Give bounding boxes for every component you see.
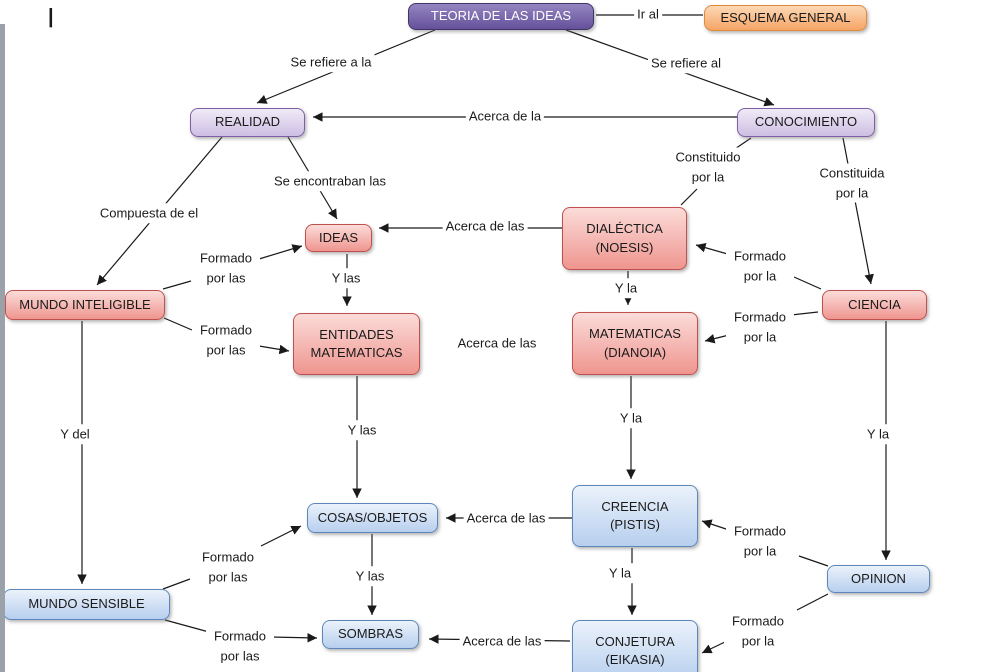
- edge-label-acerca-de-las-cosas: Acerca de las: [463, 508, 549, 528]
- node-conocimiento[interactable]: CONOCIMIENTO: [737, 108, 875, 137]
- node-opinion[interactable]: OPINION: [827, 565, 930, 593]
- node-ideas[interactable]: IDEAS: [305, 224, 372, 252]
- edge-label-formado-por-la-dialectica: Formado por la: [726, 246, 794, 286]
- edge-label-se-refiere-al: Se refiere al: [647, 53, 725, 73]
- edge-label-y-las-3: Y las: [352, 566, 388, 586]
- node-entidades-matematicas[interactable]: ENTIDADES MATEMATICAS: [293, 313, 420, 375]
- node-mundo-sensible[interactable]: MUNDO SENSIBLE: [3, 589, 170, 620]
- edge-label-se-encontraban-las: Se encontraban las: [270, 171, 390, 191]
- edge-label-formado-por-las-ideas: Formado por las: [192, 248, 260, 288]
- node-realidad[interactable]: REALIDAD: [190, 108, 305, 137]
- edge-label-y-la-3: Y la: [863, 424, 893, 444]
- edge-label-acerca-de-la: Acerca de la: [465, 106, 545, 126]
- node-dialectica-noesis[interactable]: DIALÉCTICA (NOESIS): [562, 207, 687, 270]
- node-conjetura-eikasia[interactable]: CONJETURA (EIKASIA): [572, 620, 698, 672]
- edge-label-acerca-de-las-sombras: Acerca de las: [459, 631, 545, 651]
- edge-label-constituida-por-la: Constituida por la: [807, 163, 897, 203]
- edge-label-acerca-de-las-matematicas: Acerca de las: [454, 333, 540, 353]
- edge-label-y-la-2: Y la: [616, 408, 646, 428]
- edge-label-se-refiere-a-la: Se refiere a la: [287, 52, 375, 72]
- edge-label-constituido-por-la: Constituido por la: [663, 147, 753, 187]
- node-teoria-de-las-ideas[interactable]: TEORIA DE LAS IDEAS: [408, 3, 594, 30]
- edge-label-acerca-de-las-ideas: Acerca de las: [442, 216, 528, 236]
- node-mundo-inteligible[interactable]: MUNDO INTELIGIBLE: [5, 290, 165, 320]
- edge-label-formado-por-las-sombras: Formado por las: [206, 626, 274, 666]
- node-matematicas-dianoia[interactable]: MATEMATICAS (DIANOIA): [572, 312, 698, 375]
- edge-label-formado-por-las-entidades: Formado por las: [192, 320, 260, 360]
- edge-label-ir-al: Ir al: [634, 4, 662, 24]
- edge-label-formado-por-la-matematicas: Formado por la: [726, 307, 794, 347]
- node-creencia-pistis[interactable]: CREENCIA (PISTIS): [572, 485, 698, 547]
- node-cosas-objetos[interactable]: COSAS/OBJETOS: [307, 503, 438, 533]
- edge-label-formado-por-las-cosas: Formado por las: [194, 547, 262, 587]
- edge-label-formado-por-la-creencia: Formado por la: [726, 521, 794, 561]
- edge-label-y-las-2: Y las: [344, 420, 380, 440]
- node-sombras[interactable]: SOMBRAS: [322, 620, 419, 649]
- edge-label-y-la-4: Y la: [605, 563, 635, 583]
- node-ciencia[interactable]: CIENCIA: [822, 290, 927, 320]
- text-cursor: |: [48, 6, 54, 28]
- edge-label-formado-por-la-conjetura: Formado por la: [724, 611, 792, 651]
- page-edge: [0, 24, 5, 672]
- edge-label-y-del: Y del: [57, 424, 93, 444]
- edge-label-y-las-1: Y las: [328, 268, 364, 288]
- node-esquema-general[interactable]: ESQUEMA GENERAL: [704, 5, 867, 31]
- edge-label-y-la-1: Y la: [611, 278, 641, 298]
- edge-label-compuesta-de-el: Compuesta de el: [96, 203, 202, 223]
